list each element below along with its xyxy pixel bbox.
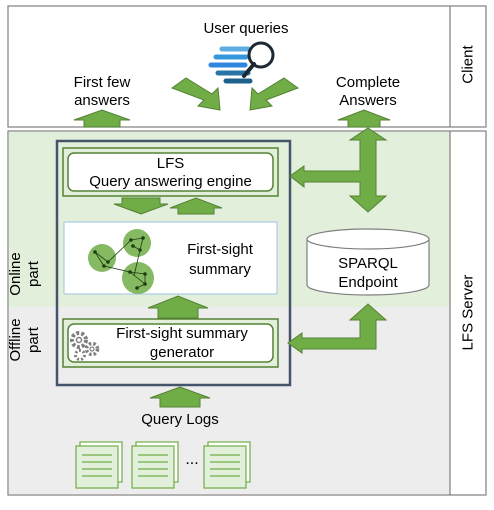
- first-few-answers-label: First few answers: [73, 74, 131, 109]
- sparql-database-icon: [306, 228, 430, 296]
- engine-to-summary-arrow: [113, 197, 169, 215]
- engine-inner: [67, 152, 274, 192]
- online-part-label: Online part: [7, 252, 42, 296]
- log-file-icon: [131, 441, 179, 489]
- complete-answers-up-arrow: [337, 109, 391, 128]
- client-label: Client: [459, 45, 477, 84]
- query-down-arrow-right: [249, 77, 300, 111]
- core-system-box: [55, 139, 292, 387]
- engine-title: LFS Query answering engine: [89, 155, 252, 190]
- graph-cluster-icon: [88, 229, 154, 294]
- search-speed-icon: [208, 41, 275, 84]
- generator-title: First-sight summary generator: [116, 325, 248, 361]
- query-logs-ellipsis: ...: [185, 451, 199, 468]
- generator-to-summary-arrow: [147, 295, 209, 319]
- log-file-icon: [203, 441, 251, 489]
- query-logs-label: Query Logs: [141, 411, 219, 428]
- query-log-documents: [75, 441, 251, 489]
- complete-answers-label: Complete Answers: [335, 74, 401, 109]
- log-file-icon: [75, 441, 123, 489]
- server-label: LFS Server: [459, 274, 477, 351]
- user-queries-label: User queries: [203, 20, 289, 37]
- generator-sparql-arrow: [287, 303, 388, 354]
- summary-title: First-sight summary: [187, 241, 253, 279]
- gears-icon: [70, 331, 100, 361]
- logs-to-generator-arrow: [149, 386, 211, 408]
- summary-to-engine-arrow: [169, 197, 223, 215]
- offline-part-label: Offline part: [7, 318, 42, 362]
- engine-sparql-arrow: [289, 127, 388, 213]
- sparql-endpoint-label: SPARQL Endpoint: [338, 255, 398, 291]
- generator-inner: [67, 323, 274, 363]
- query-down-arrow-left: [170, 77, 221, 111]
- first-answers-up-arrow: [73, 109, 131, 128]
